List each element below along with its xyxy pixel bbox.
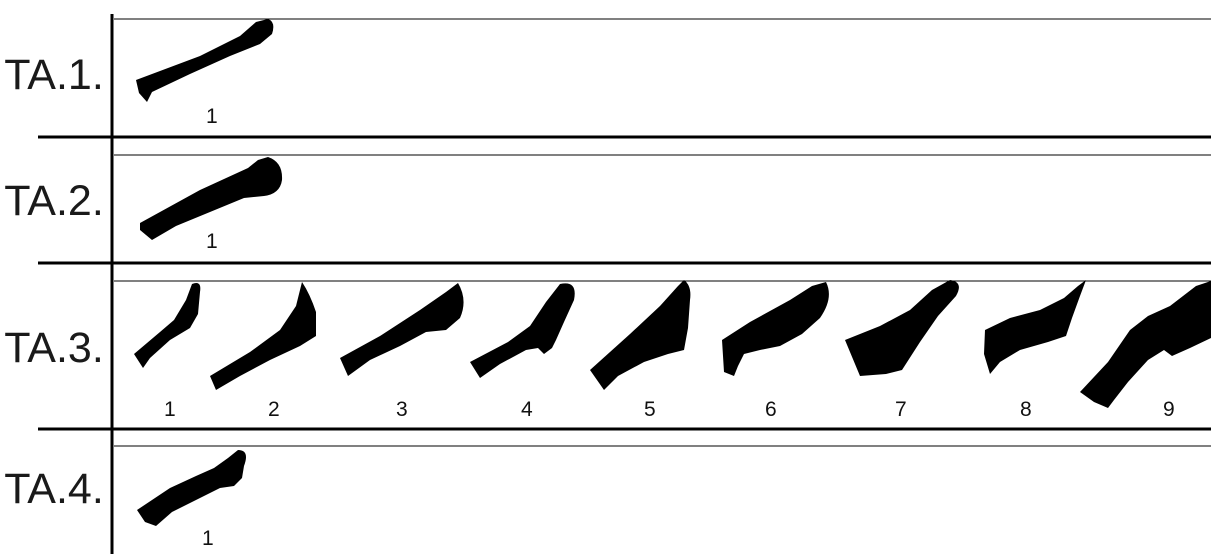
profile-ta1-1 bbox=[136, 19, 274, 102]
profile-number-ta3-9: 9 bbox=[1163, 398, 1175, 421]
profile-number-ta3-6: 6 bbox=[765, 398, 777, 421]
profile-ta3-2 bbox=[210, 282, 316, 390]
profile-ta4-1 bbox=[137, 450, 246, 526]
row-label-ta3: TA.3. bbox=[4, 324, 104, 372]
profile-number-ta3-2: 2 bbox=[268, 398, 280, 421]
profile-ta2-1 bbox=[140, 157, 283, 240]
profile-ta3-4 bbox=[470, 283, 575, 378]
profile-ta3-9 bbox=[1080, 281, 1211, 408]
profile-number-ta2-1: 1 bbox=[206, 230, 218, 253]
profile-number-ta3-4: 4 bbox=[521, 398, 533, 421]
profile-number-ta3-8: 8 bbox=[1020, 398, 1032, 421]
row-label-ta4: TA.4. bbox=[4, 465, 104, 513]
profile-ta3-1 bbox=[134, 283, 201, 368]
profile-ta3-6 bbox=[722, 282, 829, 376]
profile-number-ta3-7: 7 bbox=[895, 398, 907, 421]
profile-number-ta3-1: 1 bbox=[164, 398, 176, 421]
row-label-ta2: TA.2. bbox=[4, 177, 104, 225]
profile-number-ta3-5: 5 bbox=[644, 398, 656, 421]
profile-number-ta4-1: 1 bbox=[202, 527, 214, 550]
profile-ta3-3 bbox=[340, 283, 464, 376]
profile-ta3-7 bbox=[845, 280, 959, 376]
profile-ta3-8 bbox=[984, 280, 1086, 374]
profile-number-ta1-1: 1 bbox=[206, 105, 218, 128]
profile-ta3-5 bbox=[590, 280, 691, 390]
row-label-ta1: TA.1. bbox=[4, 51, 104, 99]
profile-number-ta3-3: 3 bbox=[396, 398, 408, 421]
